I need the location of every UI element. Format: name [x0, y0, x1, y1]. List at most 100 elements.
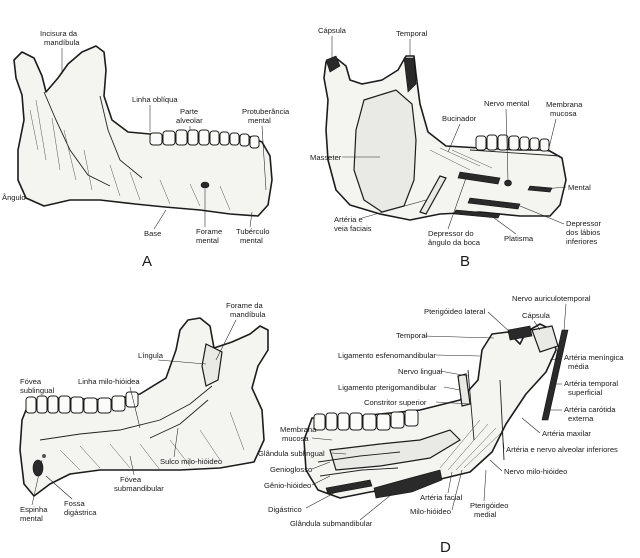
leader: [261, 125, 267, 191]
sublingual-gland: [329, 429, 461, 471]
label-pterigoideo-lateral: Pterigóideo lateral: [424, 307, 486, 316]
lateral-pterygoid: [507, 325, 533, 341]
teeth-row-b: [475, 134, 550, 152]
leader: [563, 303, 567, 331]
label-lig-pterigo: Ligamento pterigomandibular: [338, 383, 437, 392]
panel-c-medial-mandible: Forame da mandíbula Língula Fóvea sublin…: [19, 301, 269, 523]
mylohyoid-groove: [149, 399, 209, 439]
label-angulo: Ângulo: [2, 193, 26, 202]
leader: [549, 357, 563, 361]
label-temporal-d: Temporal: [396, 331, 428, 340]
label-protuberancia-1: Protuberância: [242, 107, 290, 116]
tooth: [58, 395, 71, 414]
leader: [215, 319, 237, 361]
leader: [447, 471, 453, 494]
label-fossa-1: Fossa: [64, 499, 85, 508]
tooth: [497, 134, 509, 151]
leader: [451, 469, 463, 511]
label-incisura-1: Incisura da: [40, 29, 78, 38]
label-capsula-d: Cápsula: [522, 311, 551, 320]
label-forame-mental-1: Forame: [196, 227, 222, 236]
label-espinha-2: mental: [20, 514, 43, 523]
facial-vessels: [419, 175, 447, 215]
label-incisura-2: mandíbula: [44, 38, 80, 47]
tooth: [187, 129, 199, 146]
tooth: [390, 411, 405, 429]
leader: [501, 429, 505, 450]
tooth: [404, 409, 419, 427]
label-tuberculo-1: Tubérculo: [236, 227, 270, 236]
leader: [31, 459, 43, 506]
label-arteria-b-1: Artéria e: [334, 215, 363, 224]
label-arteria-b-2: veia faciais: [334, 224, 372, 233]
tooth: [362, 413, 377, 431]
label-depressor-labios-2: dos lábios: [566, 228, 600, 237]
leader: [519, 205, 565, 225]
label-membrana-d-1: Membrana: [280, 425, 317, 434]
panel-letter-d: D: [440, 539, 451, 556]
leader: [23, 197, 31, 201]
tooth: [325, 412, 338, 431]
label-fovea-sublingual-2: sublingual: [20, 386, 55, 395]
label-genio-hioideo: Gênio-hióideo: [264, 481, 311, 490]
leader: [439, 370, 469, 377]
tooth: [162, 130, 176, 146]
label-digastrico: Digástrico: [268, 505, 302, 514]
tooth: [519, 136, 530, 151]
label-arteria-mening-2: média: [568, 362, 589, 371]
panel-letter-b: B: [460, 253, 470, 270]
label-glandula-submand: Glândula submandibular: [290, 519, 373, 528]
label-forame-mandibula-2: mandíbula: [230, 310, 266, 319]
tooth: [229, 132, 240, 146]
tooth: [70, 396, 84, 414]
leader: [547, 118, 557, 153]
mucosa-b: [469, 149, 561, 157]
leader: [435, 354, 481, 357]
leader: [129, 386, 141, 429]
leader: [443, 386, 461, 391]
mandible-a-outline: [13, 45, 273, 217]
label-parte-alveolar-2: alveolar: [176, 116, 203, 125]
label-arteria-carotida-1: Artéria carótida: [564, 405, 616, 414]
tooth: [175, 129, 188, 146]
tooth: [83, 397, 98, 414]
leader: [489, 214, 517, 235]
label-platisma: Platisma: [504, 234, 534, 243]
tooth: [209, 130, 220, 146]
leader: [533, 320, 541, 331]
leader: [505, 108, 509, 181]
label-tuberculo-2: mental: [240, 236, 263, 245]
label-forame-mental-2: mental: [196, 236, 219, 245]
tooth: [149, 132, 163, 146]
mandible-a-ridge: [43, 91, 111, 187]
leader: [447, 123, 461, 153]
tooth: [337, 412, 350, 431]
tooth: [249, 135, 260, 149]
label-membrana-b-1: Membrana: [546, 100, 583, 109]
panel-letter-a: A: [142, 253, 152, 270]
label-depressor-labios-3: inferiores: [566, 237, 597, 246]
leader: [249, 211, 253, 228]
label-arteria-maxilar: Artéria maxilar: [542, 429, 591, 438]
label-nervo-milo: Nervo milo-hióideo: [504, 467, 567, 476]
tooth: [97, 397, 112, 414]
depressor-anguli: [457, 171, 501, 185]
label-parte-alveolar-1: Parte: [180, 107, 198, 116]
mentalis: [527, 185, 553, 193]
leader: [153, 209, 167, 230]
leader: [157, 359, 207, 365]
tooth: [508, 135, 520, 151]
label-milo-hioideo: Milo-hióideo: [410, 507, 451, 516]
label-mental-b: Mental: [568, 183, 591, 192]
mental-spine-dot: [42, 454, 46, 458]
leader: [435, 401, 471, 405]
digastric-band: [325, 479, 373, 495]
tooth: [219, 131, 230, 146]
label-arteria-temporal-2: superficial: [568, 388, 602, 397]
label-forame-mandibula-1: Forame da: [226, 301, 263, 310]
capsule-b: [325, 55, 341, 73]
label-arteria-temporal-1: Artéria temporal: [564, 379, 618, 388]
mandible-a-oblique-line: [99, 95, 143, 179]
tooth: [529, 137, 540, 151]
